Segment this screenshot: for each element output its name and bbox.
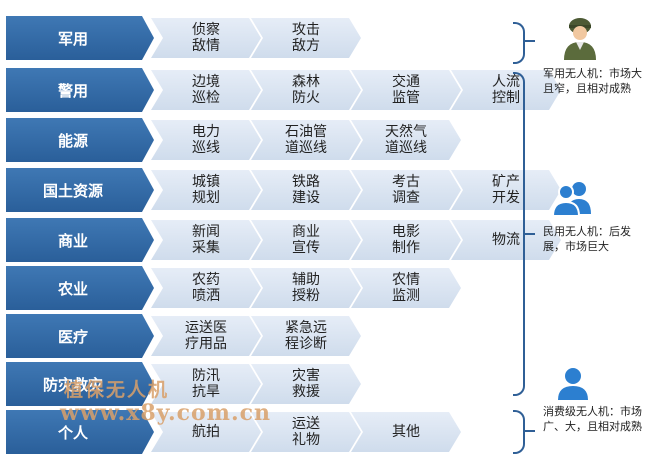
application-item: 农情 监测 bbox=[351, 268, 461, 308]
application-item: 灾害 救援 bbox=[251, 364, 361, 404]
application-item: 新闻 采集 bbox=[151, 220, 261, 260]
military-note: 军用无人机：市场大且窄，且相对成熟 bbox=[543, 66, 651, 96]
user-icon bbox=[556, 366, 590, 404]
watermark-url: www.x8y.com.cn bbox=[60, 400, 271, 426]
category-label: 商业 bbox=[6, 218, 154, 262]
application-item: 铁路 建设 bbox=[251, 170, 361, 210]
application-item: 侦察 敌情 bbox=[151, 18, 261, 58]
application-item: 运送医 疗用品 bbox=[151, 316, 261, 356]
civil-brace bbox=[513, 72, 525, 396]
application-item: 商业 宣传 bbox=[251, 220, 361, 260]
application-item: 农药 喷洒 bbox=[151, 268, 261, 308]
military-brace bbox=[513, 22, 525, 64]
application-item: 辅助 授粉 bbox=[251, 268, 361, 308]
application-item: 城镇 规划 bbox=[151, 170, 261, 210]
application-item: 交通 监管 bbox=[351, 70, 461, 110]
category-label: 国土资源 bbox=[6, 168, 154, 212]
category-label: 军用 bbox=[6, 16, 154, 60]
application-item: 天然气 道巡线 bbox=[351, 120, 461, 160]
consumer-brace bbox=[513, 410, 525, 454]
category-label: 警用 bbox=[6, 68, 154, 112]
civil-note: 民用无人机：后发展，市场巨大 bbox=[543, 224, 643, 254]
military-brace-tip bbox=[525, 40, 535, 42]
users-icon bbox=[552, 180, 594, 220]
category-label: 农业 bbox=[6, 266, 154, 310]
application-item: 电力 巡线 bbox=[151, 120, 261, 160]
category-label: 能源 bbox=[6, 118, 154, 162]
application-item: 电影 制作 bbox=[351, 220, 461, 260]
application-item: 其他 bbox=[351, 412, 461, 452]
application-item: 边境 巡检 bbox=[151, 70, 261, 110]
soldier-icon bbox=[560, 16, 600, 64]
application-item: 攻击 敌方 bbox=[251, 18, 361, 58]
application-item: 石油管 道巡线 bbox=[251, 120, 361, 160]
category-label: 医疗 bbox=[6, 314, 154, 358]
consumer-brace-tip bbox=[525, 430, 535, 432]
watermark-title: 植保无人机 bbox=[64, 375, 169, 402]
application-item: 考古 调查 bbox=[351, 170, 461, 210]
application-item: 矿产 开发 bbox=[451, 170, 561, 210]
civil-brace-tip bbox=[525, 233, 535, 235]
application-item: 紧急远 程诊断 bbox=[251, 316, 361, 356]
consumer-note: 消费级无人机：市场广、大，且相对成熟 bbox=[543, 404, 653, 434]
application-item: 森林 防火 bbox=[251, 70, 361, 110]
